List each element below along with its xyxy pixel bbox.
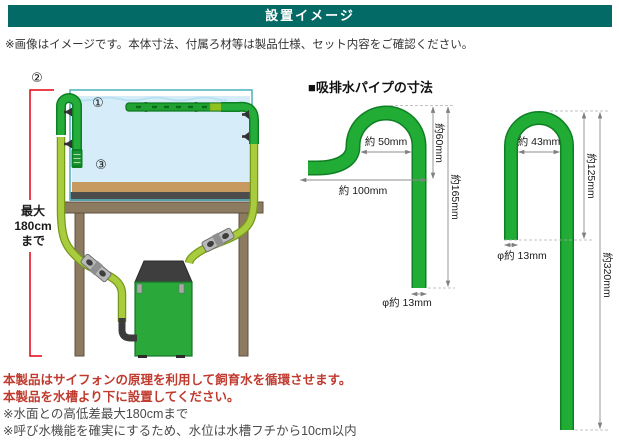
svg-text:最大: 最大 [21,203,45,218]
note-max-height-diff: ※水面との高低差最大180cmまで [3,407,189,421]
intake-strainer [71,149,83,168]
spraybar-coupler [209,103,223,111]
usage-notes: 本製品はサイフォンの原理を利用して飼育水を循環させます。 本製品を水槽より下に設… [3,372,613,440]
filter-clip [178,283,185,294]
installation-diagram: ② 最大 180cm まで [14,70,264,358]
pipe1-leg-length-label: 約165mm [449,174,462,220]
hose-elbow [118,318,137,342]
note-siphon-principle: 本製品はサイフォンの原理を利用して飼育水を循環させます。 [3,373,352,387]
pipe1-bottom-width-label: 約 100mm [339,184,388,197]
svg-text:まで: まで [21,234,45,248]
pipe2-long-leg-label: 約320mm [601,252,614,298]
max-height-label: 最大 180cm まで [14,203,51,248]
marker-1-label: ① [92,95,104,110]
hose-tap-connector [80,253,112,283]
svg-text:180cm: 180cm [14,219,51,233]
marker-2-label: ② [31,70,43,85]
tank-bottom-frame [70,192,252,201]
pipe2-short-leg-label: 約125mm [585,153,598,199]
hose-tap-connector [201,227,235,253]
outflow-pipe [125,101,259,265]
dimension-lines [504,112,603,429]
pipe1-hook-height-label: 約60mm [433,123,446,163]
pipe2-dimension-diagram: 約 43mm 約125mm φ約 13mm 約320mm [497,110,614,431]
dimension-lines [300,106,451,297]
water-surface [71,96,228,102]
substrate-gravel [72,182,250,192]
pipe1-dimension-diagram: 約 50mm 約60mm 約 100mm 約165mm φ約 13mm [300,105,462,309]
extension-lines [504,110,608,431]
image-disclaimer-note: ※画像はイメージです。本体寸法、付属ろ材等は製品仕様、セット内容をご確認ください… [5,39,474,51]
note-water-level: ※呼び水機能を確実にするため、水位は水槽フチから10cm以内 [3,424,357,438]
filter-clip [136,283,143,294]
pipe2-shape [504,111,574,430]
pipe2-diameter-label: φ約 13mm [497,249,547,262]
pipe1-diameter-label: φ約 13mm [382,296,432,309]
suction-cup [64,107,72,149]
spraybar-holes [136,105,207,109]
note-place-below-tank: 本製品を水槽より下に設置してください。 [3,390,240,404]
pipe1-shape [308,105,427,288]
canister-filter [134,260,193,358]
marker-3-label: ③ [95,157,107,172]
pipe-dimensions-heading: ■吸排水パイプの寸法 [308,80,433,95]
pipe2-inner-width-label: 約 43mm [518,135,561,148]
section-title: 設置イメージ [265,8,355,23]
max-height-dimension-line [29,89,54,357]
section-title-bar: 設置イメージ [8,5,612,27]
suction-cup [242,110,249,141]
intake-pipe [56,93,137,342]
pipe1-top-width-label: 約 50mm [365,135,408,148]
